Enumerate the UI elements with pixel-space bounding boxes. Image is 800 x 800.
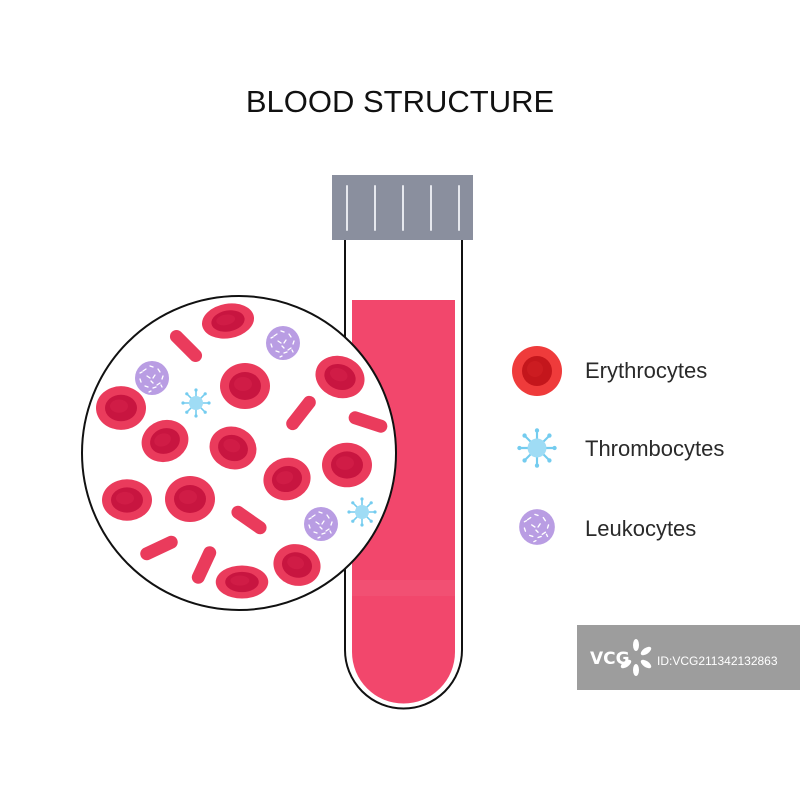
legend-item-leukocytes: Leukocytes bbox=[518, 508, 696, 546]
blood-band bbox=[352, 580, 455, 596]
thrombocyte-icon bbox=[516, 427, 558, 469]
watermark: VCG ID:VCG211342132863 bbox=[577, 625, 800, 690]
leukocyte-icon bbox=[518, 508, 556, 546]
legend-label-erythrocytes: Erythrocytes bbox=[585, 358, 707, 383]
test-tube-cap bbox=[332, 175, 473, 240]
watermark-logo: VCG bbox=[590, 639, 652, 676]
legend: Erythrocytes Thrombocytes Leukocytes bbox=[512, 346, 724, 546]
legend-item-thrombocytes: Thrombocytes bbox=[516, 427, 724, 469]
watermark-logo-text: VCG bbox=[590, 649, 630, 669]
magnified-blood-circle bbox=[81, 295, 397, 611]
legend-label-leukocytes: Leukocytes bbox=[585, 516, 696, 541]
page-title: BLOOD STRUCTURE bbox=[246, 84, 554, 119]
thrombocyte-cell bbox=[180, 387, 212, 419]
magnifier-outline bbox=[81, 295, 397, 611]
erythrocyte-cell bbox=[102, 479, 152, 521]
erythrocyte-cell bbox=[96, 386, 146, 430]
legend-label-thrombocytes: Thrombocytes bbox=[585, 436, 724, 461]
watermark-id: ID:VCG211342132863 bbox=[657, 654, 778, 668]
legend-item-erythrocytes: Erythrocytes bbox=[512, 346, 707, 396]
thrombocyte-cell bbox=[346, 496, 378, 528]
erythrocyte-cell bbox=[322, 442, 372, 488]
leukocyte-cell bbox=[134, 360, 170, 396]
erythrocyte-cell bbox=[215, 565, 269, 599]
erythrocyte-cell bbox=[165, 476, 215, 522]
leukocyte-cell bbox=[265, 325, 301, 361]
leukocyte-cell bbox=[303, 506, 339, 542]
erythrocyte-icon bbox=[512, 346, 562, 396]
erythrocyte-cell bbox=[220, 363, 270, 409]
